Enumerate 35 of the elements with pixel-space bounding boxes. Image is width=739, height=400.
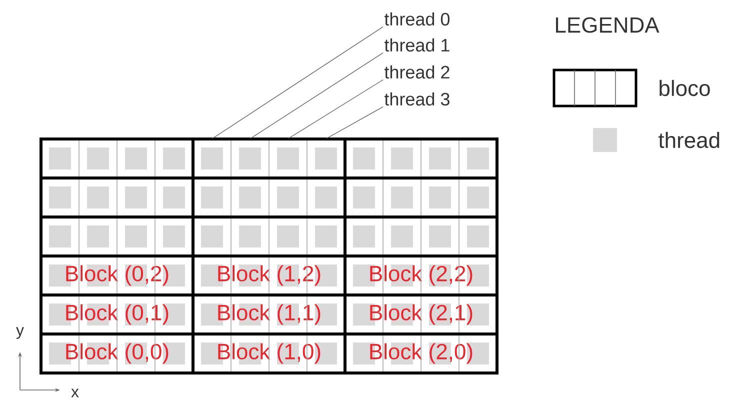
thread-label: thread 3 <box>384 92 450 106</box>
thread-cell <box>306 140 337 177</box>
leader-line <box>250 52 384 140</box>
block-box: Block (0,0) <box>40 332 194 374</box>
axis-label: y <box>16 327 24 339</box>
block-box: Block (1,1) <box>192 294 346 336</box>
thread-cell <box>201 148 223 170</box>
block-box: Block (0,2) <box>40 254 194 296</box>
block-box <box>344 216 498 258</box>
block-box <box>344 176 498 218</box>
thread-cell <box>268 140 299 177</box>
block-box <box>40 216 194 258</box>
thread-cell <box>230 140 261 177</box>
leader-line <box>288 80 384 140</box>
block-box: Block (2,1) <box>344 294 498 336</box>
block-box <box>40 176 194 218</box>
block-box: Block (1,0) <box>192 332 346 374</box>
thread-label: thread 0 <box>384 12 450 26</box>
axis-label: x <box>71 388 79 398</box>
block-box <box>192 176 346 218</box>
block-box: Block (1,2) <box>192 254 346 296</box>
block-box <box>192 138 346 180</box>
leader-line <box>326 106 384 140</box>
block-box: Block (2,0) <box>344 332 498 374</box>
block-box <box>192 216 346 258</box>
legend-label: thread <box>658 132 720 148</box>
thread-label: thread 1 <box>384 38 450 52</box>
block-box: Block (2,2) <box>344 254 498 296</box>
block-box <box>344 138 498 180</box>
block-box: Block (0,1) <box>40 294 194 336</box>
legend-label: bloco <box>660 80 710 96</box>
leader-line <box>212 26 384 140</box>
thread-label: thread 2 <box>384 65 450 79</box>
legend-title: LEGENDA <box>556 17 660 33</box>
block-box <box>40 138 194 180</box>
